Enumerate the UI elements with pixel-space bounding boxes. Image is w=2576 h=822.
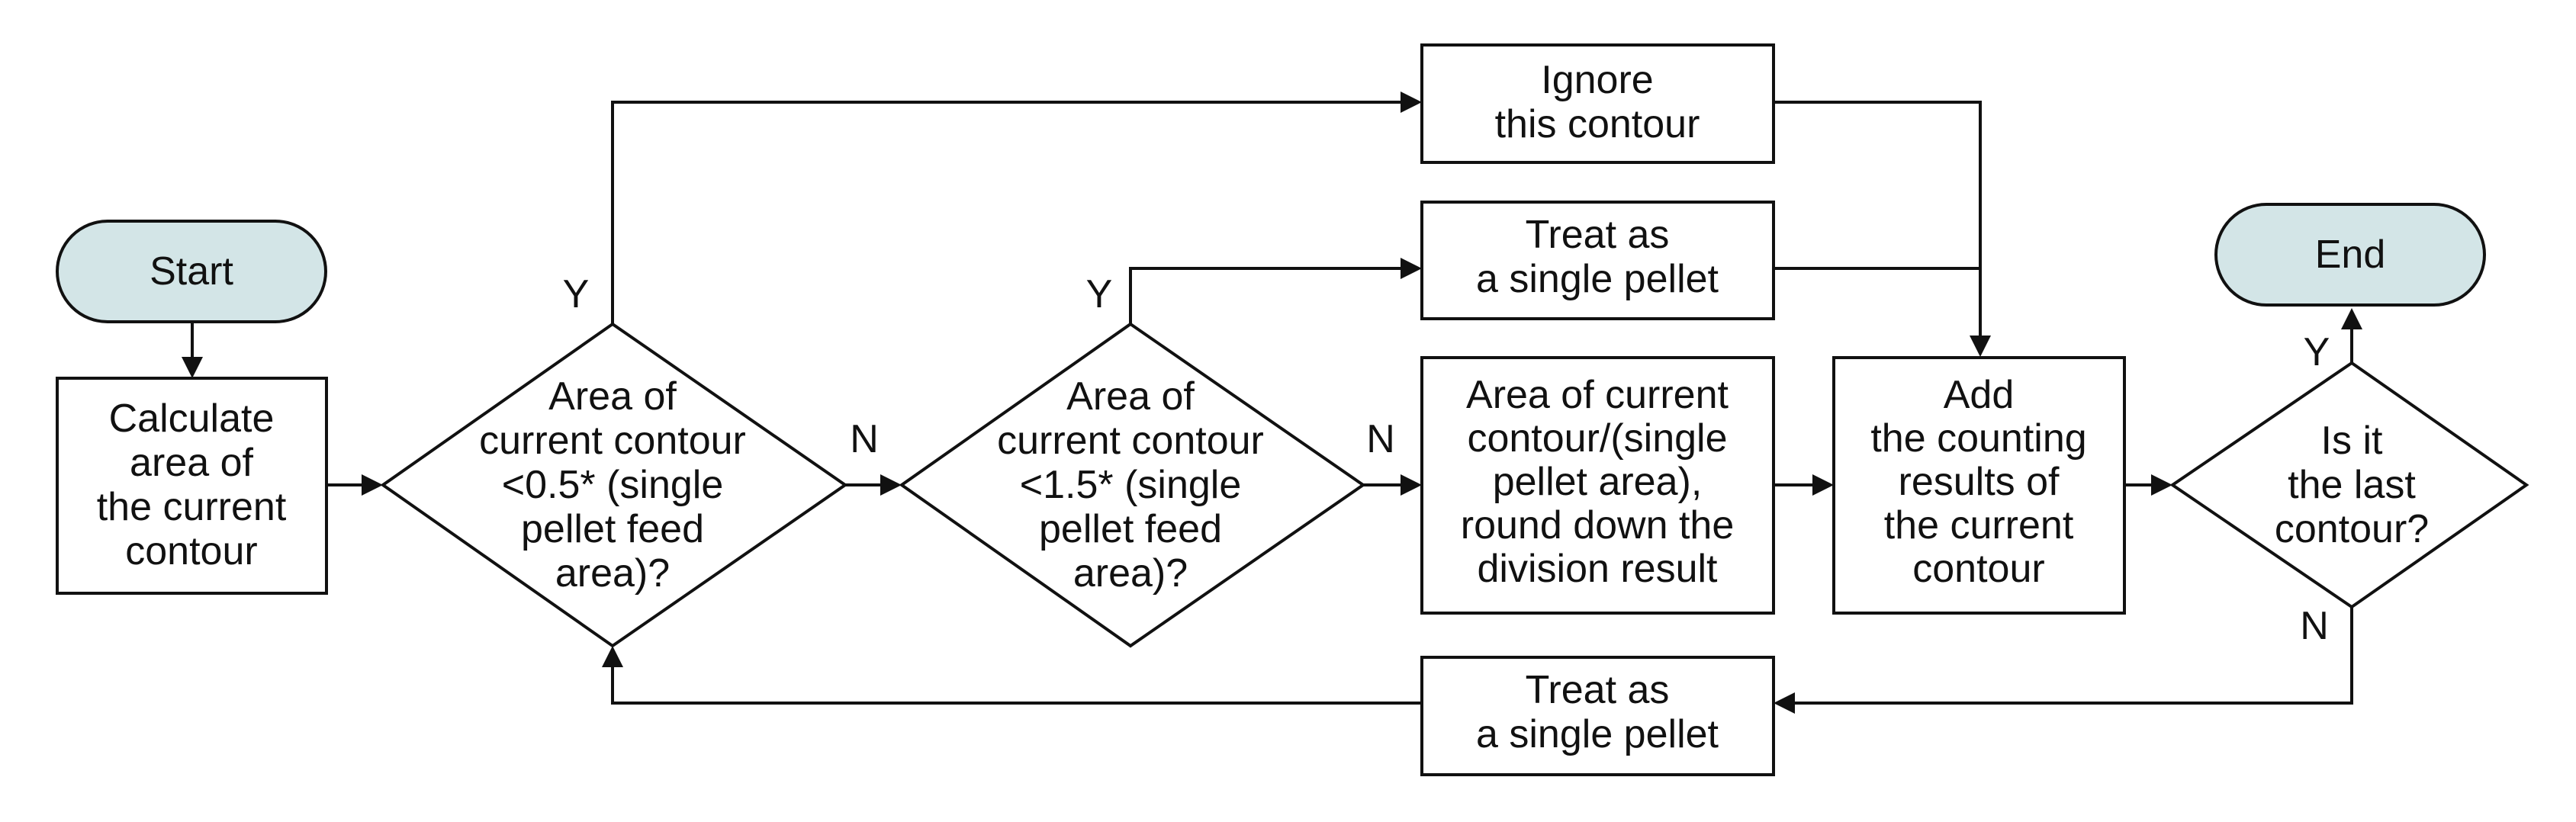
arrowhead <box>362 474 383 496</box>
arrowhead <box>1970 336 1991 357</box>
start-terminal: Start <box>56 220 327 323</box>
node-text-line: current contour <box>997 419 1264 463</box>
node-text-line: contour? <box>2275 507 2429 551</box>
arrowhead <box>1774 692 1795 714</box>
node-text-line: the counting <box>1870 416 2086 461</box>
single-pellet-top-box-shape <box>1420 201 1775 320</box>
node-text-line: contour <box>125 529 257 573</box>
node-text-line: Treat as <box>1526 213 1670 257</box>
edge-label-large-yes: Y <box>1086 272 1113 316</box>
node-text-line: Area of <box>1066 374 1195 419</box>
decision-area-small-shape <box>380 322 848 648</box>
edge-label-large-no: N <box>1366 417 1395 461</box>
edge-label-last-yes: Y <box>2304 330 2330 374</box>
node-text-line: pellet area), <box>1493 460 1703 504</box>
ignore-contour-box-shape <box>1420 43 1775 164</box>
arrowhead <box>1812 474 1834 496</box>
node-text-line: Is it <box>2321 419 2383 463</box>
decision-area-large-shape <box>899 322 1366 648</box>
edge-small-yes-to-ignore <box>611 101 1404 324</box>
edge-label-small-no: N <box>850 417 879 461</box>
arrowhead <box>182 357 203 378</box>
last-contour-decision-shape <box>2169 361 2529 609</box>
add-results-box-shape <box>1832 356 2126 615</box>
end-terminal: End <box>2214 203 2486 307</box>
arrowhead <box>880 474 902 496</box>
arrowhead <box>2341 308 2362 329</box>
node-text-line: area)? <box>1073 551 1188 596</box>
node-text-line: area of <box>130 441 253 485</box>
node-text-line: this contour <box>1495 102 1700 146</box>
node-text-line: the last <box>2288 463 2416 507</box>
edge-large-yes-to-single-top <box>1129 267 1404 324</box>
node-text-line: Ignore <box>1541 58 1653 102</box>
edge-label-small-yes: Y <box>563 272 590 316</box>
node-text-line: Treat as <box>1526 668 1670 712</box>
node-text-line: a single pellet <box>1476 257 1719 301</box>
node-text-line: Add <box>1944 373 2015 417</box>
node-text-line: area)? <box>555 551 670 596</box>
edge-label-last-no: N <box>2300 604 2329 648</box>
node-text-line: pellet feed <box>1039 507 1222 551</box>
end-label: End <box>2315 233 2386 277</box>
node-text-line: Calculate <box>109 397 275 441</box>
node-text-line: contour <box>1912 547 2044 591</box>
edge-labels: Y N Y N Y N <box>563 272 2330 648</box>
calculate-area-box-shape <box>56 377 328 595</box>
single-pellet-bottom-box-shape <box>1420 656 1775 776</box>
arrowhead <box>1401 474 1422 496</box>
arrowhead <box>2151 474 2172 496</box>
node-text-line: the current <box>97 485 287 529</box>
start-label: Start <box>150 249 233 294</box>
node-text-line: results of <box>1899 460 2060 504</box>
node-text-line: <0.5* (single <box>502 463 724 507</box>
node-text-line: current contour <box>479 419 746 463</box>
node-text-line: the current <box>1884 503 2074 547</box>
arrowhead <box>1401 92 1422 113</box>
divide-area-box-shape <box>1420 356 1775 615</box>
edge-last-no-to-single-bottom <box>1792 607 2353 705</box>
end-terminal-shape <box>2214 203 2486 307</box>
flowchart-edges <box>182 92 2362 714</box>
start-terminal-shape <box>56 220 327 323</box>
arrowhead <box>1401 258 1422 279</box>
node-text-line: pellet feed <box>521 507 704 551</box>
node-text-line: round down the <box>1461 503 1735 547</box>
edge-single-bottom-to-decision-small <box>611 664 1422 705</box>
node-text-line: Area of current <box>1466 373 1729 417</box>
arrowhead <box>602 646 623 667</box>
edge-ignore-to-add <box>1774 101 1982 339</box>
node-text-line: contour/(single <box>1467 416 1727 461</box>
node-text-line: Area of <box>548 374 677 419</box>
node-text-line: <1.5* (single <box>1020 463 1242 507</box>
node-text-line: a single pellet <box>1476 712 1719 756</box>
node-text-line: division result <box>1477 547 1718 591</box>
